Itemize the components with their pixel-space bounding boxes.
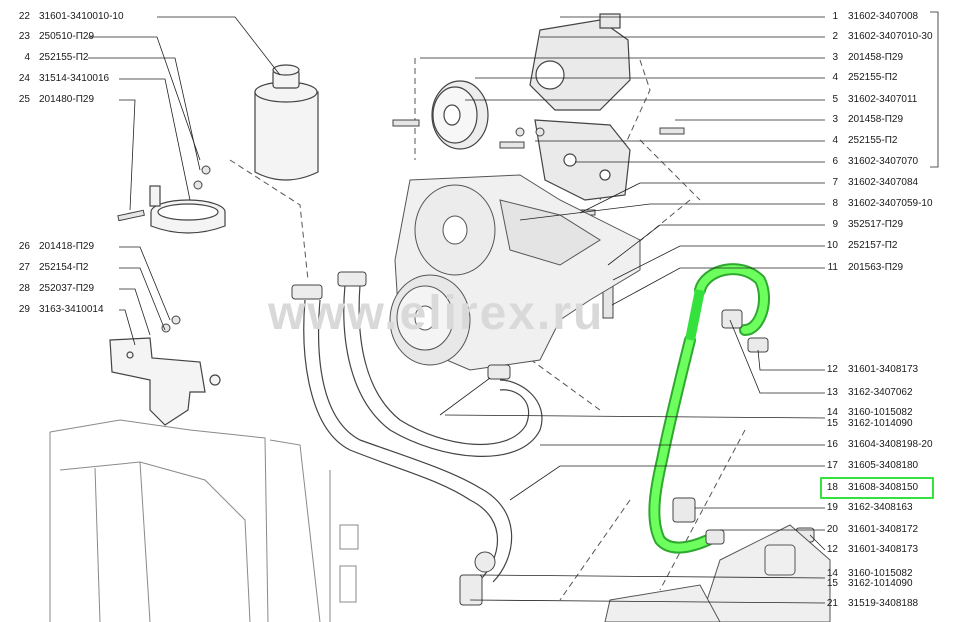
part-code: 31604-3408198-20 (848, 439, 933, 450)
part-number: 26 (18, 241, 30, 252)
part-code: 252037-П29 (39, 283, 95, 294)
part-number: 4 (832, 135, 838, 146)
part-number: 13 (826, 387, 838, 398)
part-code: 252155-П2 (39, 52, 89, 63)
watermark: www.elirex.ru (268, 287, 605, 340)
part-number: 14 (826, 407, 838, 418)
part-code: 31605-3408180 (848, 460, 919, 471)
part-number: 20 (826, 524, 838, 535)
part-code: 352517-П29 (848, 219, 904, 230)
part-code: 31601-3408173 (848, 364, 919, 375)
part-code: 3162-1014090 (848, 578, 913, 589)
part-number: 18 (826, 482, 838, 493)
part-code: 3160-1015082 (848, 568, 913, 579)
part-code: 31602-3407059-10 (848, 198, 933, 209)
part-code: 201418-П29 (39, 241, 95, 252)
part-number: 10 (826, 240, 838, 251)
part-number: 12 (826, 364, 838, 375)
part-number: 8 (832, 198, 838, 209)
part-number: 11 (827, 262, 838, 273)
part-number: 16 (826, 439, 838, 450)
part-code: 201458-П29 (848, 114, 904, 125)
part-number: 5 (832, 94, 838, 105)
part-code: 31602-3407010-30 (848, 31, 933, 42)
part-code: 252155-П2 (848, 135, 898, 146)
part-code: 3163-3410014 (39, 304, 104, 315)
part-number: 7 (832, 177, 838, 188)
part-number: 4 (24, 52, 30, 63)
part-code: 31519-3408188 (848, 598, 919, 609)
part-code: 31601-3408172 (848, 524, 919, 535)
part-code: 31602-3407084 (848, 177, 919, 188)
part-number: 25 (18, 94, 30, 105)
part-code: 31602-3407011 (848, 94, 918, 105)
part-code: 31602-3407070 (848, 156, 919, 167)
part-number: 22 (18, 11, 30, 22)
part-number: 27 (18, 262, 30, 273)
part-number: 15 (826, 418, 838, 429)
part-number: 29 (18, 304, 30, 315)
part-number: 24 (18, 73, 30, 84)
part-number: 4 (832, 72, 838, 83)
part-number: 12 (826, 544, 838, 555)
part-code: 3160-1015082 (848, 407, 913, 418)
part-number: 17 (826, 460, 838, 471)
part-code-highlighted: 31608-3408150 (848, 482, 919, 493)
part-code: 201563-П29 (848, 262, 904, 273)
part-code: 3162-3408163 (848, 502, 913, 513)
part-number: 3 (832, 52, 838, 63)
part-number: 21 (826, 598, 838, 609)
part-code: 252157-П2 (848, 240, 898, 251)
part-number: 9 (832, 219, 838, 230)
part-code: 252154-П2 (39, 262, 89, 273)
part-number: 19 (826, 502, 838, 513)
part-code: 3162-3407062 (848, 387, 913, 398)
part-code: 201480-П29 (39, 94, 95, 105)
part-code: 252155-П2 (848, 72, 898, 83)
part-code: 31602-3407008 (848, 11, 919, 22)
part-number: 3 (832, 114, 838, 125)
highlight-box (820, 477, 934, 499)
part-number: 15 (826, 578, 838, 589)
part-code: 31601-3408173 (848, 544, 919, 555)
part-code: 31514-3410016 (39, 73, 110, 84)
part-number: 23 (18, 31, 30, 42)
part-code: 250510-П29 (39, 31, 95, 42)
part-number: 6 (832, 156, 838, 167)
part-code: 3162-1014090 (848, 418, 913, 429)
part-code: 201458-П29 (848, 52, 904, 63)
part-number: 1 (832, 11, 838, 22)
part-code: 31601-3410010-10 (39, 11, 124, 22)
part-number: 14 (826, 568, 838, 579)
part-number: 28 (18, 283, 30, 294)
part-number: 2 (832, 31, 838, 42)
